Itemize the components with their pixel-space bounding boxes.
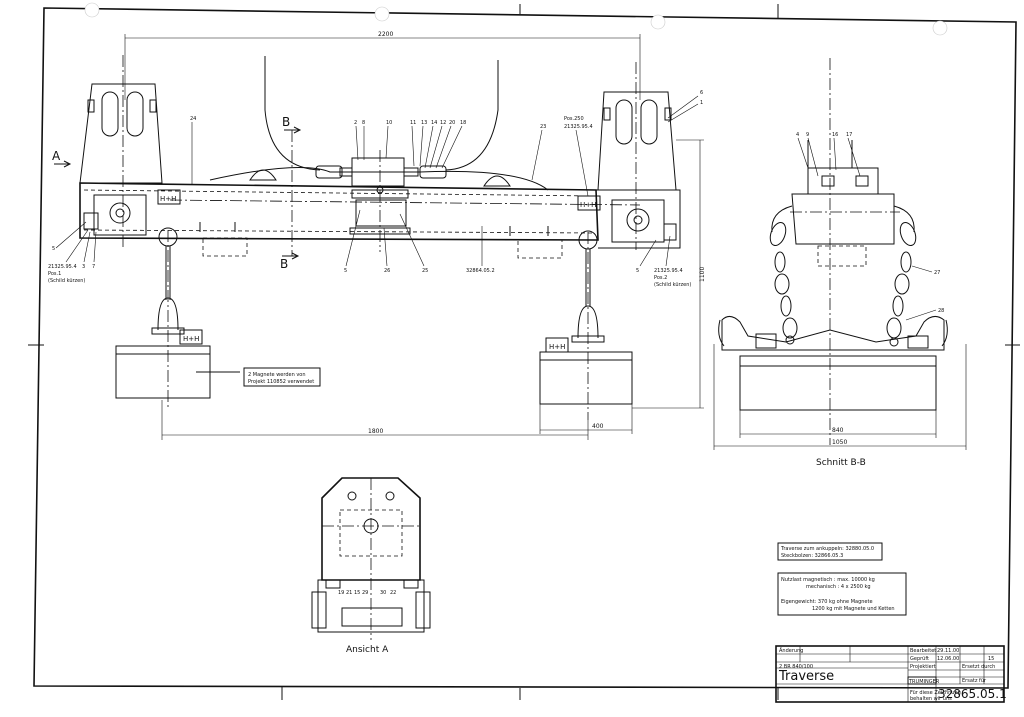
punch-hole [374,6,390,22]
callout: 24 [190,116,196,122]
tb-row-label: Änderung [779,647,803,654]
info2-line4: 1200 kg mit Magnete und Ketten [812,606,895,612]
info2-line3: Eigengewicht: 370 kg ohne Magnete [781,599,873,605]
view-a: 19 21 15 29 30 22 Ansicht A [311,477,431,655]
title-block: Änderung Bearbeitet Geprüft Projektiert … [775,645,1007,703]
callout: 29 [362,590,368,596]
section-a-marker: A [52,149,61,163]
chain-left [769,205,798,339]
callout: 8 [362,120,365,126]
dim-magnet: 400 [592,423,604,430]
pos250-label: Pos.250 [564,116,584,122]
info2-line1: Nutzlast magnetisch : max. 10000 kg [781,577,875,583]
section-b-b: 4 9 16 17 27 28 840 1050 Schnitt B-B [713,58,967,468]
svg-text:H+H: H+H [183,335,199,343]
callout: 23 [540,124,546,130]
pos1-note: (Schild kürzen) [48,278,85,284]
section-b-marker-bottom: B [280,257,288,271]
tb-row-label: Projektiert [910,664,936,670]
callout: 20 [449,120,455,126]
callout: 5 [636,268,639,274]
callout: 14 [431,120,437,126]
tb-date: 12.06.00 [937,656,959,662]
punch-hole [650,14,666,30]
callout: 2 [354,120,357,126]
callout: 12 [440,120,446,126]
section-title: Schnitt B-B [816,458,866,468]
callout: 1 [700,100,703,106]
tb-ref: 2 BR 840/100 [779,664,813,670]
dim-height: 1100 [699,267,706,282]
callout: 30 [380,590,386,596]
callout: 5 [52,246,55,252]
tb-row-label: Geprüft [910,656,929,662]
center-part-number: 32864.05.2 [466,268,495,274]
tb-date: 29.11.00 [937,648,959,654]
pos2-label: Pos.2 [654,275,667,281]
dim-bottom: 1800 [368,428,383,435]
chain-right [886,205,917,339]
dim-section-outer: 1050 [832,439,847,446]
callout: 7 [92,264,95,270]
svg-text:H+H: H+H [549,343,565,351]
magnet-note-line2: Projekt 110852 verwendet [248,379,314,385]
callout: 5 [344,268,347,274]
section-b-marker-top: B [282,115,290,129]
svg-text:Für diese Zeichnung: Für diese Zeichnung [910,690,961,696]
tb-sheet: 15 [988,656,994,662]
info1-line1: Traverse zum ankuppeln: 32880.05.0 [780,546,874,552]
pos1-label: Pos.1 [48,271,61,277]
pos2-note: (Schild kürzen) [654,282,691,288]
callout: 4 [796,132,799,138]
punch-hole [84,2,100,18]
callout: 25 [422,268,428,274]
callout: 3 [82,264,85,270]
callout: 15 [354,590,360,596]
callout: 26 [384,268,390,274]
callout: 11 [410,120,416,126]
tb-row-label: Bearbeitet [910,648,936,654]
info-boxes: Traverse zum ankuppeln: 32880.05.0 Steck… [777,542,907,616]
info1-line2: Steckbolzen: 32866.05.3 [781,553,843,559]
callout: 28 [938,308,944,314]
svg-text:behalten wir uns: behalten wir uns [910,696,952,702]
front-view: 2200 H+H H+H [48,31,706,440]
svg-text:H+H: H+H [580,201,596,209]
dim-top: 2200 [378,31,393,38]
company-logo: TRUMINGER [908,679,940,685]
info2-line2: mechanisch : 4 x 2500 kg [806,584,871,590]
drawing-number: 32865.05.1 [938,687,1007,701]
callout: 6 [700,90,703,96]
callout: 18 [460,120,466,126]
drawing-frame [33,7,1017,689]
callout: 13 [421,120,427,126]
callout: 27 [934,270,940,276]
callout: 10 [386,120,392,126]
callout: 22 [390,590,396,596]
view-title: Ansicht A [346,645,389,655]
drawing-title: Traverse [778,669,834,684]
pos250-number: 21325.95.4 [564,124,593,130]
callout: 17 [846,132,852,138]
pos2-number: 21325.95.4 [654,268,683,274]
callout: 21 [346,590,352,596]
callout: 9 [806,132,809,138]
svg-text:H+H: H+H [160,195,176,203]
magnet-note-line1: 2 Magnete werden von [248,372,306,378]
pos1-number: 21325.95.4 [48,264,77,270]
tb-replace: Ersatz für [962,678,987,684]
tb-replace: Ersetzt durch [962,664,995,670]
punch-hole [932,20,948,36]
dim-section-inner: 840 [832,427,844,434]
callout: 16 [832,132,838,138]
callout: 19 [338,590,344,596]
